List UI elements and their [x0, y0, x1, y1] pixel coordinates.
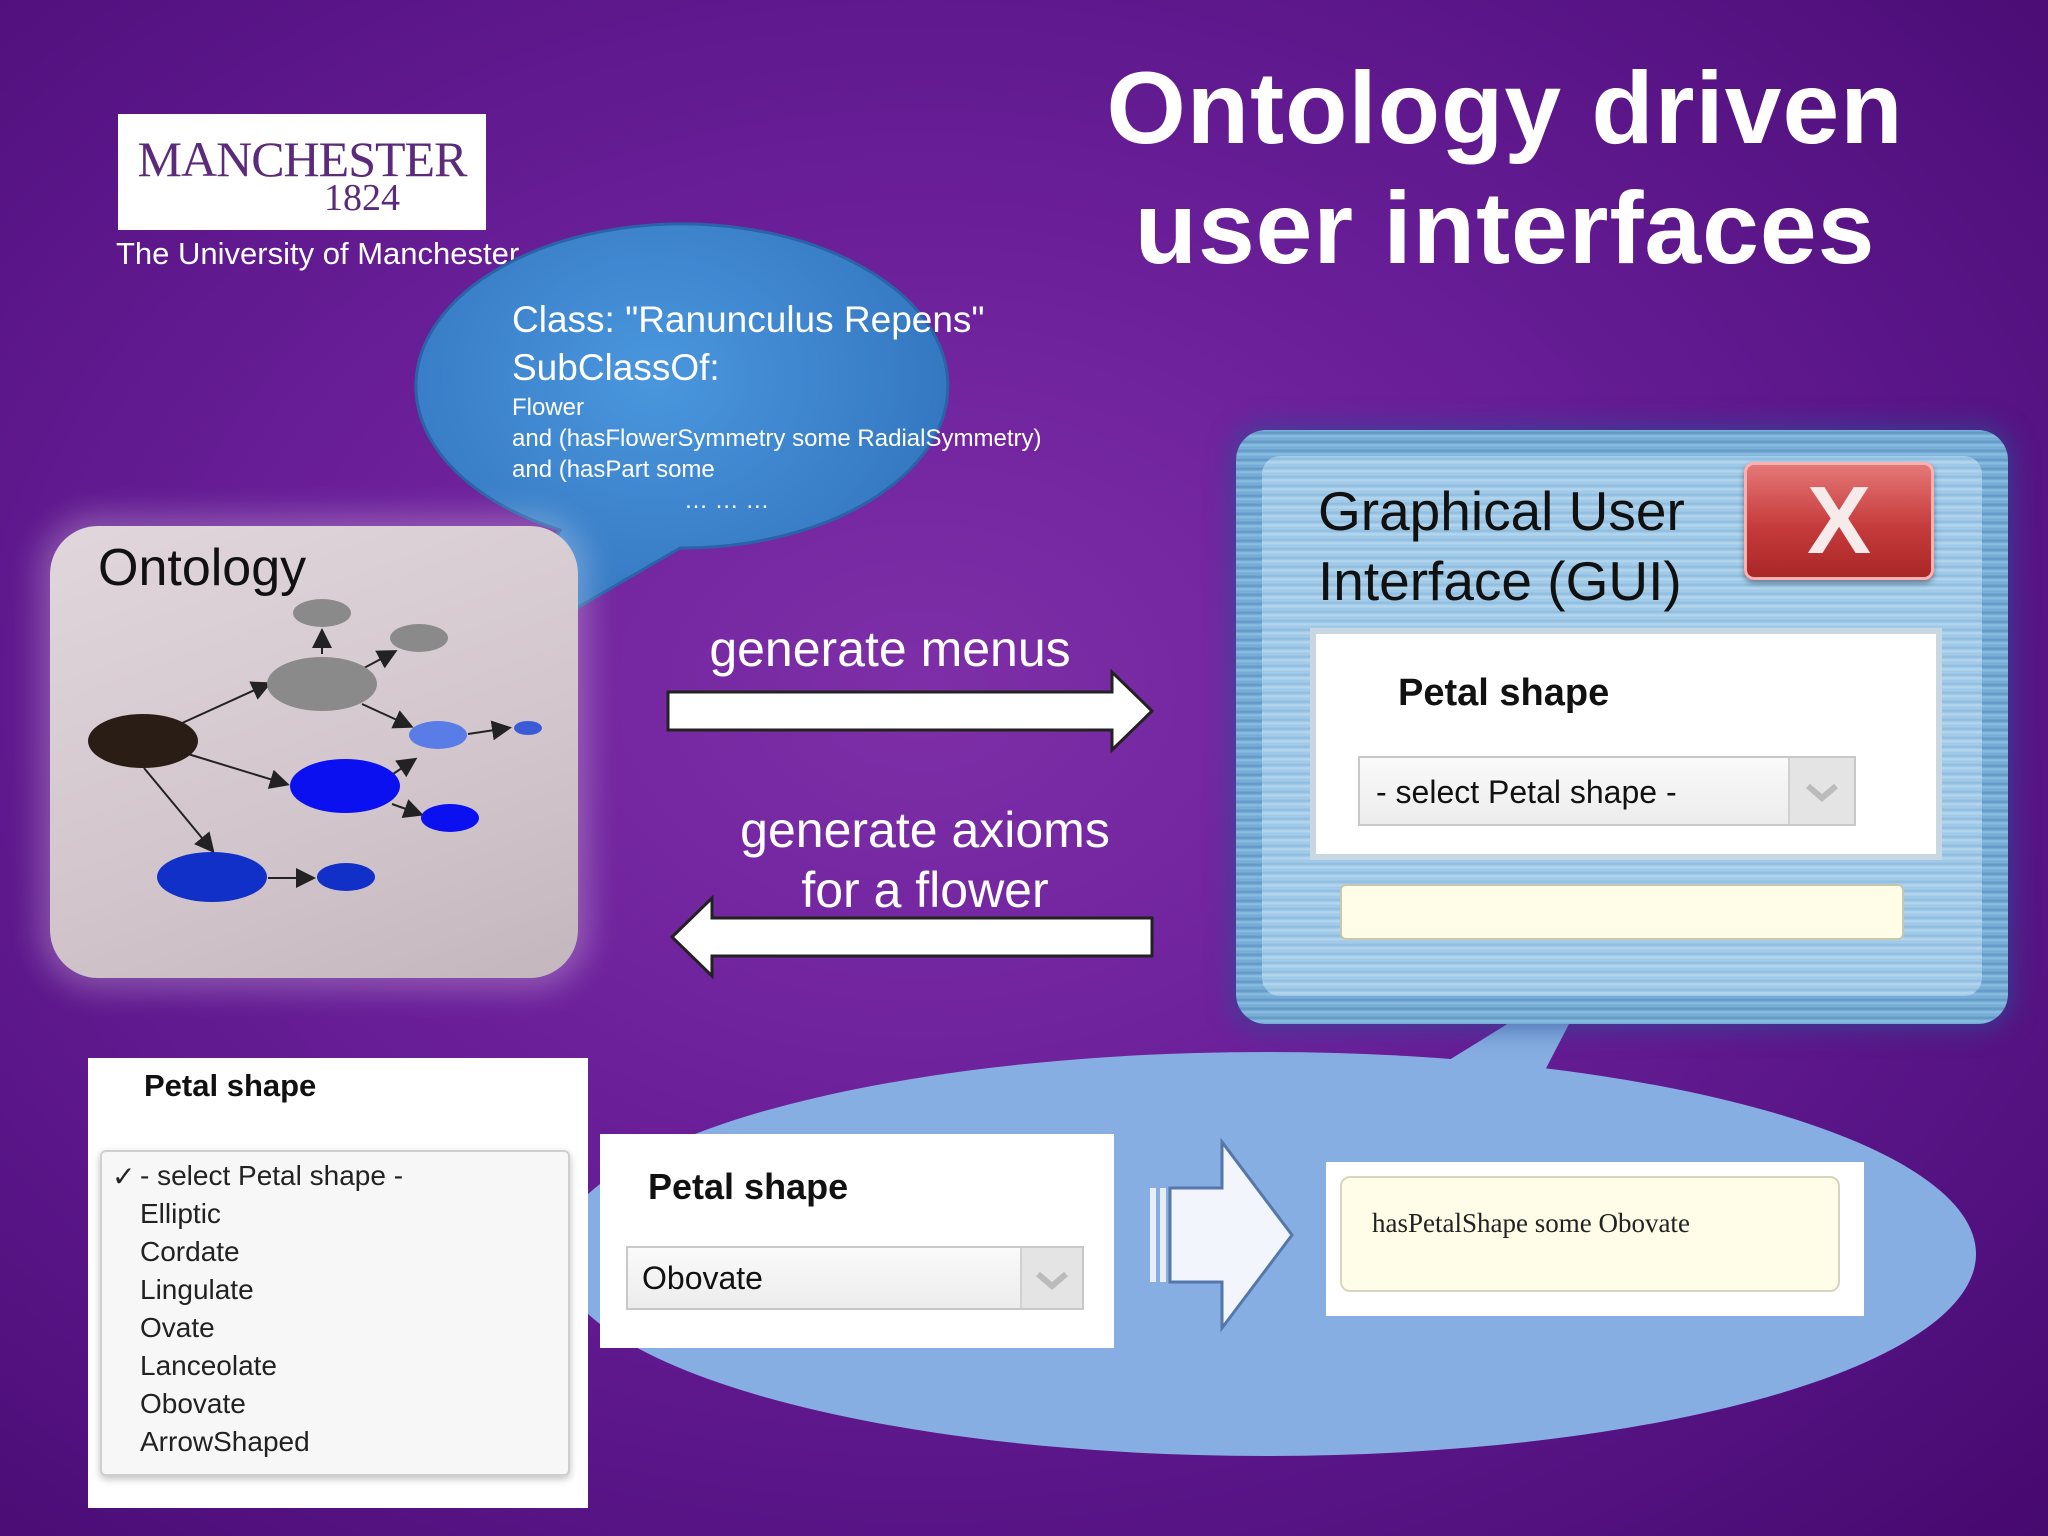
generate-menus-label: generate menus	[709, 621, 1071, 677]
node-root	[88, 714, 198, 768]
option-item[interactable]: Obovate	[140, 1388, 246, 1419]
gui-title: Graphical User Interface (GUI)	[1318, 476, 1685, 616]
logo-name: MANCHESTER	[137, 131, 468, 187]
axiom-output-field[interactable]	[1340, 884, 1904, 940]
option-item[interactable]: Elliptic	[140, 1198, 221, 1229]
gui-title-line-2: Interface (GUI)	[1318, 550, 1682, 612]
bubble-subclassof-line: SubClassOf:	[512, 347, 720, 388]
edge	[179, 681, 272, 725]
gui-form-card: Petal shape - select Petal shape -	[1310, 628, 1942, 860]
close-icon: X	[1806, 467, 1872, 574]
transform-arrow-icon	[1150, 1137, 1294, 1333]
node-navy-small	[317, 863, 375, 891]
speech-bubble-text: Class: "Ranunculus Repens" SubClassOf: F…	[512, 296, 1112, 516]
university-logo: MANCHESTER 1824	[118, 114, 486, 230]
title-line-2: user interfaces	[1134, 171, 1876, 285]
edge	[363, 650, 398, 669]
edge	[467, 720, 512, 741]
node-grey-large	[267, 657, 377, 711]
bubble-ellipsis: … … …	[684, 487, 770, 514]
selected-field-label: Petal shape	[648, 1166, 849, 1207]
node-blue-small	[421, 804, 479, 832]
slide-title: Ontology driven user interfaces	[1000, 48, 2010, 288]
logo-subtitle: The University of Manchester	[116, 236, 520, 271]
gui-field-label: Petal shape	[1398, 672, 1610, 714]
petal-shape-select[interactable]: - select Petal shape -	[1358, 756, 1856, 826]
generate-axioms-line-1: generate axioms	[740, 802, 1110, 858]
edge	[143, 767, 215, 854]
selected-value: Obovate	[642, 1260, 763, 1296]
dropdown-field-label: Petal shape	[144, 1068, 317, 1103]
edge	[361, 703, 414, 729]
bubble-class-line: Class: "Ranunculus Repens"	[512, 299, 985, 340]
ontology-label: Ontology	[98, 539, 307, 597]
option-item[interactable]: Ovate	[140, 1312, 215, 1343]
option-item[interactable]: Lanceolate	[140, 1350, 278, 1381]
selected-value-card	[600, 1134, 1114, 1348]
bubble-symmetry-line: and (hasFlowerSymmetry some RadialSymmet…	[512, 425, 1042, 452]
node-grey-small	[390, 624, 448, 652]
option-item[interactable]: ArrowShaped	[140, 1426, 310, 1457]
node-blue-light	[409, 721, 467, 749]
chevron-down-icon	[1788, 758, 1854, 824]
petal-shape-options-list[interactable]: ✓ - select Petal shape - Elliptic Cordat…	[100, 1150, 570, 1476]
bubble-haspart-line: and (hasPart some	[512, 456, 715, 483]
title-line-1: Ontology driven	[1106, 51, 1904, 165]
logo-year: 1824	[324, 177, 400, 219]
bubble-flower-line: Flower	[512, 394, 585, 421]
checkmark-icon: ✓	[112, 1161, 136, 1192]
generate-axioms-label: generate axioms for a flower	[700, 800, 1150, 920]
node-grey-small	[293, 599, 351, 627]
option-item[interactable]: Cordate	[140, 1236, 240, 1267]
generate-axioms-line-2: for a flower	[801, 862, 1049, 918]
edge	[187, 753, 290, 789]
node-navy-large	[157, 852, 267, 902]
petal-shape-select-filled[interactable]: Obovate	[626, 1246, 1084, 1310]
node-blue-large	[290, 759, 400, 813]
edge	[389, 757, 418, 778]
edge	[391, 799, 424, 819]
select-placeholder: - select Petal shape -	[1376, 774, 1677, 810]
right-arrow	[666, 668, 1155, 754]
option-item[interactable]: - select Petal shape -	[140, 1160, 404, 1191]
left-arrow	[669, 894, 1154, 980]
axiom-result-text[interactable]: hasPetalShape some Obovate	[1340, 1176, 1840, 1292]
gui-title-line-1: Graphical User	[1318, 480, 1685, 542]
node-blue-tiny	[514, 721, 542, 735]
option-item[interactable]: Lingulate	[140, 1274, 254, 1305]
chevron-down-icon	[1020, 1248, 1082, 1308]
close-button[interactable]: X	[1744, 462, 1934, 580]
